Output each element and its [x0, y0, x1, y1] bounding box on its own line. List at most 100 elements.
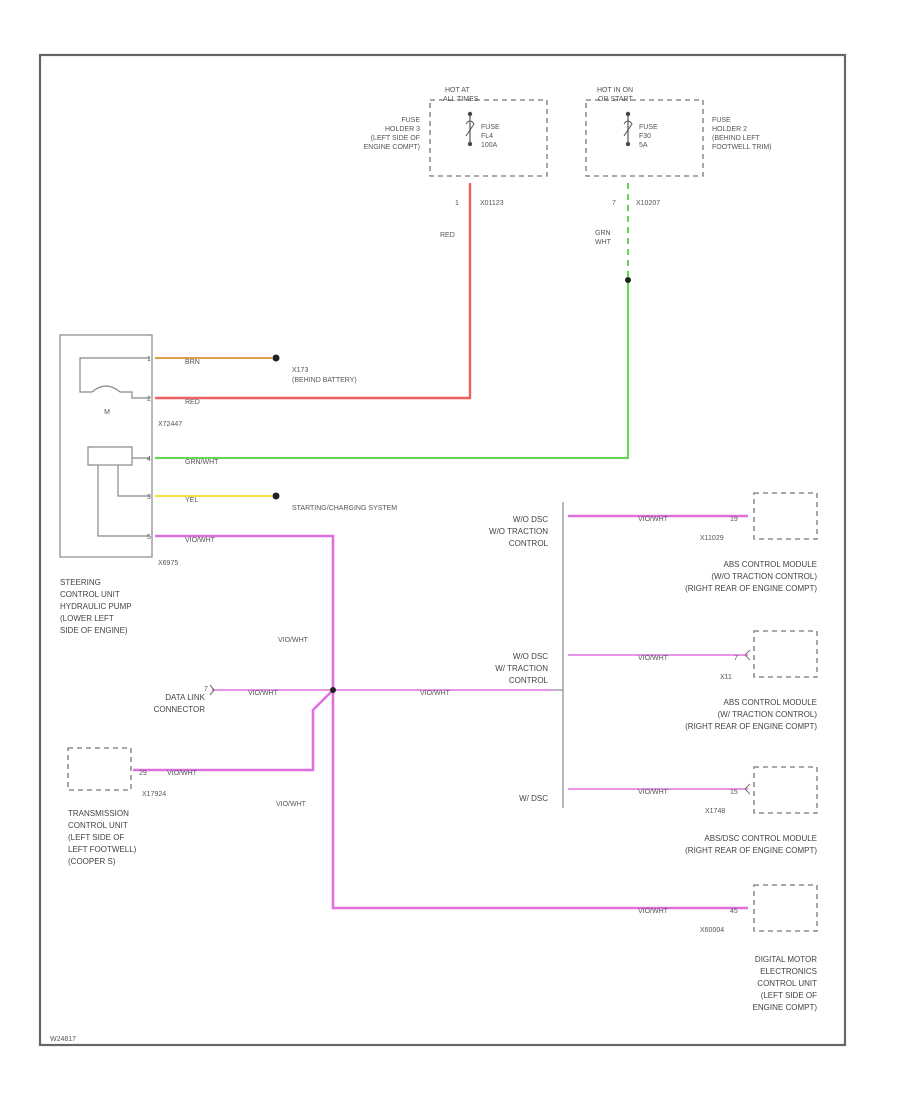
- splice-green: [625, 277, 631, 283]
- tcu-box: [67, 747, 132, 791]
- module-4-pin: 45: [730, 908, 738, 915]
- wire-tag-vio-wht-3: VIO/WHT: [248, 690, 279, 697]
- ground-label-1: X173: [292, 367, 308, 374]
- module-3-label-2: (RIGHT REAR OF ENGINE COMPT): [685, 846, 817, 855]
- module-dme: 45 X60004 DIGITAL MOTOR ELECTRONICS CONT…: [700, 884, 818, 1012]
- module-2-label-1: ABS CONTROL MODULE: [724, 698, 818, 707]
- wire-tag-yel: YEL: [185, 497, 198, 504]
- wire-grn-label-1: GRN: [595, 230, 611, 237]
- module-4-connector: X60004: [700, 927, 724, 934]
- fuse-left: HOT AT ALL TIMES FUSE FL4 100A FUSE HOLD…: [364, 87, 548, 239]
- module-4-label-2: ELECTRONICS: [760, 967, 817, 976]
- steering-control-block: [87, 446, 133, 466]
- module-4-label-5: ENGINE COMPT): [753, 1003, 818, 1012]
- wire-tag-vio-wht-8: VIO/WHT: [638, 655, 669, 662]
- module-1-label-1: ABS CONTROL MODULE: [724, 560, 818, 569]
- splice-violet: [330, 687, 336, 693]
- steering-unit-box: [59, 334, 153, 558]
- steering-label-4: (LOWER LEFT: [60, 614, 114, 623]
- module-3-box: [753, 766, 818, 814]
- module-4-label-4: (LEFT SIDE OF: [761, 991, 817, 1000]
- fuse-left-holder-1: FUSE: [401, 117, 420, 124]
- wire-green: [155, 282, 629, 459]
- data-link-label-2: CONNECTOR: [154, 705, 206, 714]
- diagram-frame: [38, 53, 847, 1047]
- steering-pin-5: 5: [147, 534, 151, 541]
- fuse-left-pin: 1: [455, 200, 459, 207]
- fuse-right-header-2: OR START: [598, 96, 633, 103]
- option-1-line-2: W/O TRACTION: [489, 527, 548, 536]
- fuse-right-connector: X10207: [636, 200, 660, 207]
- fuse-left-fuse-2: FL4: [481, 133, 493, 140]
- data-link-pin: 7: [204, 686, 208, 693]
- fuse-left-holder-3: (LEFT SIDE OF: [371, 135, 420, 142]
- fuse-right: HOT IN ON OR START FUSE F30 5A FUSE HOLD…: [585, 87, 772, 246]
- steering-pin-1: 1: [147, 356, 151, 363]
- module-1-pin: 19: [730, 516, 738, 523]
- motor-label: M: [104, 409, 110, 416]
- module-abs-with-traction: 7 X11 ABS CONTROL MODULE (W/ TRACTION CO…: [685, 630, 818, 731]
- tcu-label-5: (COOPER S): [68, 857, 116, 866]
- wire-tag-vio-wht-2: VIO/WHT: [278, 637, 309, 644]
- fuse-left-box: [429, 99, 548, 177]
- module-3-connector: X1748: [705, 808, 725, 815]
- wire-tag-vio-wht-4: VIO/WHT: [420, 690, 451, 697]
- option-1-line-1: W/O DSC: [513, 515, 548, 524]
- module-2-pin: 7: [734, 655, 738, 662]
- steering-label-5: SIDE OF ENGINE): [60, 626, 128, 635]
- motor-symbol: [91, 385, 121, 393]
- option-2-line-1: W/O DSC: [513, 652, 548, 661]
- fuse-left-symbol: [465, 120, 475, 137]
- tcu-connector: X17924: [142, 791, 166, 798]
- wire-tag-vio-wht-7: VIO/WHT: [638, 516, 669, 523]
- tcu-label-1: TRANSMISSION: [68, 809, 129, 818]
- module-abs-dsc: 15 X1748 ABS/DSC CONTROL MODULE (RIGHT R…: [685, 766, 818, 855]
- module-1-label-2: (W/O TRACTION CONTROL): [711, 572, 817, 581]
- fuse-right-holder-4: FOOTWELL TRIM): [712, 144, 772, 151]
- fuse-right-holder-3: (BEHIND LEFT: [712, 135, 761, 142]
- option-2-line-3: CONTROL: [509, 676, 549, 685]
- option-3-line-1: W/ DSC: [519, 794, 548, 803]
- wire-red: [155, 183, 472, 400]
- fuse-left-header-1: HOT AT: [445, 87, 470, 94]
- module-2-connector: X11: [720, 674, 732, 681]
- module-2-label-3: (RIGHT REAR OF ENGINE COMPT): [685, 722, 817, 731]
- ground-label-2: (BEHIND BATTERY): [292, 377, 357, 384]
- fuse-right-symbol: [623, 120, 633, 137]
- steering-pin-4: 4: [147, 456, 151, 463]
- steering-unit: M 1 2 4 3 5 X72447 X6975 STEERING CONTRO…: [59, 334, 182, 635]
- fuse-left-header-2: ALL TIMES: [443, 96, 479, 103]
- fuse-left-holder-2: HOLDER 3: [385, 126, 420, 133]
- tcu-label-3: (LEFT SIDE OF: [68, 833, 124, 842]
- fuse-right-holder-2: HOLDER 2: [712, 126, 747, 133]
- fuse-right-header-1: HOT IN ON: [597, 87, 633, 94]
- module-1-label-3: (RIGHT REAR OF ENGINE COMPT): [685, 584, 817, 593]
- steering-pin-3: 3: [147, 494, 151, 501]
- module-abs-without-traction: 19 X11029 ABS CONTROL MODULE (W/O TRACTI…: [685, 492, 818, 593]
- wire-grn-label-2: WHT: [595, 239, 612, 246]
- fuse-right-fuse-2: F30: [639, 133, 651, 140]
- ground-terminal: [272, 354, 280, 362]
- steering-label-3: HYDRAULIC PUMP: [60, 602, 132, 611]
- tcu-pin: 29: [139, 770, 147, 777]
- module-4-label-1: DIGITAL MOTOR: [755, 955, 817, 964]
- tcu-label-4: LEFT FOOTWELL): [68, 845, 137, 854]
- page-code: W24817: [50, 1036, 76, 1043]
- fuse-right-holder-1: FUSE: [712, 117, 731, 124]
- module-4-label-3: CONTROL UNIT: [757, 979, 817, 988]
- module-4-box: [753, 884, 818, 932]
- wire-tag-vio-wht-10: VIO/WHT: [638, 908, 669, 915]
- steering-pin-2: 2: [147, 396, 151, 403]
- wire-tag-vio-wht-6: VIO/WHT: [276, 801, 307, 808]
- wire-violet-main: [155, 534, 748, 910]
- steering-label-1: STEERING: [60, 578, 101, 587]
- data-link-connector: 7 DATA LINK CONNECTOR: [154, 684, 215, 714]
- wire-tag-grn-wht: GRN/WHT: [185, 459, 219, 466]
- tcu-label-2: CONTROL UNIT: [68, 821, 128, 830]
- fuse-right-pin: 7: [612, 200, 616, 207]
- wire-tag-red: RED: [185, 399, 200, 406]
- fuse-right-fuse-3: 5A: [639, 142, 648, 149]
- wire-tag-vio-wht-5: VIO/WHT: [167, 770, 198, 777]
- module-2-box: [753, 630, 818, 678]
- fuse-left-connector: X01123: [480, 200, 504, 207]
